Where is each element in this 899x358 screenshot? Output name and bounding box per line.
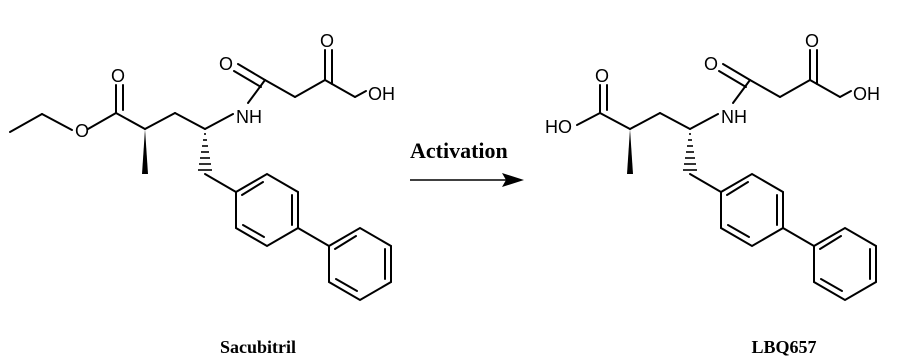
succinyl-bond-2-p [779,79,811,98]
ester-carbonyl-double-bond [115,84,124,114]
acid-carbonyl-double-bond-p [809,49,818,85]
acid-oh-bond [354,90,367,98]
acid-hydroxyl-left-label: HO [545,117,572,137]
ring2-bonds [328,226,392,302]
amide-nh-label-p: NH [721,107,747,127]
ring2-double-bonds [334,235,386,292]
arrow-head [502,173,524,187]
activation-label: Activation [410,138,508,163]
acid-carbonyl-bond [324,79,356,98]
alpha-carbon-bond [115,112,146,130]
amide-carbonyl-double-bond [233,63,266,88]
methyl-wedge [142,129,148,174]
stereo-hash-bond [198,133,212,171]
amide-oxygen-label: O [219,54,233,74]
ring2-bonds-p [813,226,877,302]
lbq657-structure: HO O NH O O OH [545,31,880,302]
c-n-bond-p [689,113,719,130]
amide-n-c-bond [247,79,266,104]
acid-carbonyl-bond-p [809,79,841,98]
biphenyl-link-bond [297,227,330,247]
ring1-double-bonds-p [726,181,778,238]
ethyl-bond [9,113,43,133]
benzyl-bond-p [689,173,722,193]
acid-hydroxyl-label: OH [368,84,395,104]
backbone-bond-1 [144,112,176,130]
backbone-bond-2-p [659,112,691,130]
reactant-caption: Sacubitril [220,337,296,357]
benzyl-bond [204,173,237,193]
amide-carbonyl-double-bond-p [718,63,751,88]
ring1-bonds-p [720,172,784,248]
acid-carbonyl-double-bond-left [599,84,608,114]
stereo-hash-bond-p [683,133,697,171]
c-n-bond [204,113,234,130]
ring1-bonds [235,172,299,248]
reaction-arrow: Activation [410,138,524,187]
ring1-double-bonds [241,181,293,238]
succinyl-bond-1 [264,79,296,98]
acid-o-carbonyl-bond [576,112,601,126]
succinyl-bond-2 [294,79,326,98]
ring2-double-bonds-p [819,235,871,292]
acid-carbonyl-oxygen-label: O [320,31,334,51]
ester-o-carbonyl-bond [87,112,117,130]
product-caption: LBQ657 [751,337,816,357]
acid-hydroxyl-right-label-p: OH [853,84,880,104]
acid-carbonyl-oxygen-label-p: O [805,31,819,51]
acid-carbonyl-double-bond [324,49,333,85]
amide-nh-label: NH [236,107,262,127]
ethyl-o-bond [41,113,73,131]
biphenyl-link-bond-p [782,227,815,247]
ester-carbonyl-oxygen-label: O [111,66,125,86]
backbone-bond-1-p [629,112,661,130]
methyl-wedge-p [627,129,633,174]
acid-oh-bond-p [839,90,852,98]
sacubitril-structure: O O NH O O OH [9,31,395,302]
amide-n-c-bond-p [732,79,751,104]
acid-carbonyl-oxygen-left-label: O [595,66,609,86]
ester-oxygen-label: O [75,121,89,141]
backbone-bond-2 [174,112,206,130]
amide-oxygen-label-p: O [704,54,718,74]
alpha-carbon-bond-p [599,112,631,130]
succinyl-bond-1-p [749,79,781,98]
